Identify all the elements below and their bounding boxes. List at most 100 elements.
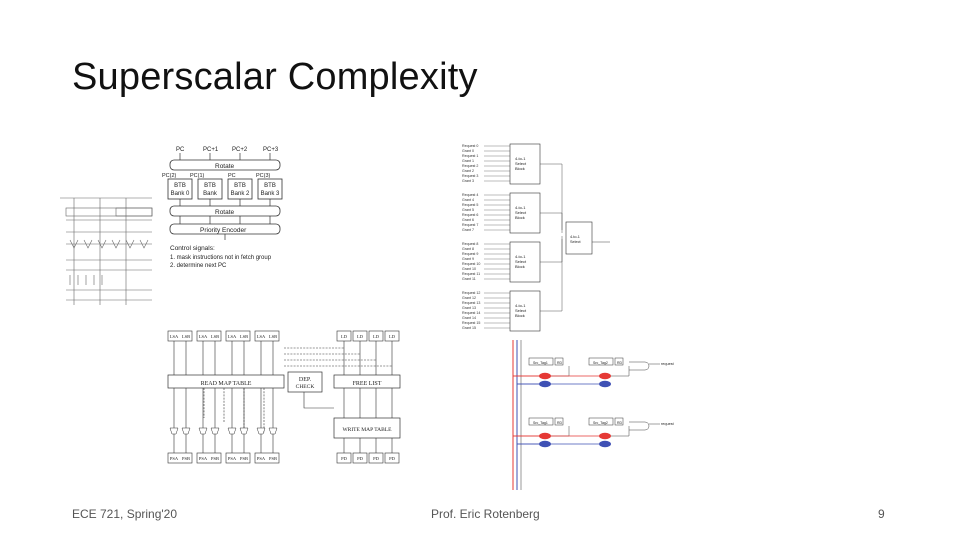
read-map-table-label: READ MAP TABLE [201,381,252,387]
request-grant-label: Grant 0 [462,149,474,153]
ld-label: LD [341,334,348,339]
src-tag-cell [588,357,614,366]
btb-bank-label: Bank [203,191,218,197]
btb-bank-label: Bank 3 [261,191,280,197]
match-wire [551,366,570,377]
select-block-label: Select [515,210,527,215]
select-block [509,143,541,185]
pc-label: PC+2 [232,147,248,153]
match-wire [551,426,570,437]
request-grant-label: Grant 5 [462,208,474,212]
rename-diagram: LSA LSB LSA LSB LSA LSB LSA LSB LD LD LD… [167,330,401,464]
psb-label: PSB [269,456,277,461]
lsb-label: LSB [211,334,219,339]
fetch-unit-figure: PC PC+1 PC+2 PC+3 Rotate PC(2) PC(1) PC … [60,140,290,315]
src-tag-label: Src_Tag1 [533,421,548,425]
write-map-table-box [333,417,401,439]
control-signal-line: 2. determine next PC [170,263,227,269]
src-tag-label: Src_Tag1 [533,361,548,365]
btb-bank-label: BTB [234,183,246,189]
rotate-box [169,159,281,171]
request-grant-label: Grant 14 [462,316,476,320]
select-block-label: Block [515,313,525,318]
rd-label: RD [557,421,563,425]
btb-bank-label: Bank 0 [171,191,190,197]
request-grant-label: Request 13 [462,301,480,305]
fetch-subfigure [60,197,153,305]
pd-label: PD [341,456,348,461]
btb-bank-label: BTB [204,183,216,189]
request-grant-label: Request 15 [462,321,480,325]
slide-title: Superscalar Complexity [72,56,478,98]
request-grant-label: Grant 6 [462,218,474,222]
request-grant-label: Request 6 [462,213,478,217]
select-block-label: Block [515,215,525,220]
footer-course: ECE 721, Spring'20 [72,507,178,521]
src-tag-cell [588,417,614,426]
psb-label: PSB [211,456,219,461]
select-block-wire [540,212,563,233]
request-grant-label: Request 0 [462,144,478,148]
request-grant-label: Grant 15 [462,326,476,330]
select-block [509,241,541,283]
pc-side-label: PC(1) [190,173,205,179]
lsb-label: LSB [182,334,190,339]
comparator-red [599,372,611,380]
match-wire [611,426,630,437]
pd-label: PD [357,456,364,461]
page-number: 9 [878,507,885,521]
dep-check-box [287,371,323,393]
select-block-wire [540,239,563,312]
read-map-table-box [167,374,285,389]
psa-label: PSA [199,456,208,461]
request-grant-label: Request 11 [462,272,480,276]
src-tag-label: Src_Tag2 [593,361,608,365]
footer-author: Prof. Eric Rotenberg [431,507,540,521]
lsa-label: LSA [257,334,266,339]
request-label: request [661,422,675,426]
request-grant-label: Grant 11 [462,277,476,281]
ld-label: LD [357,334,364,339]
src-tag-cell [528,357,554,366]
control-signals-title: Control signals: [170,245,215,252]
select-block-label: Select [515,308,527,313]
rd-label: RD [617,421,623,425]
rotate-box [169,205,281,217]
and-gate [629,361,650,371]
request-grant-label: Grant 3 [462,179,474,183]
select-block-wire [540,163,563,230]
pc-side-label: PC(2) [162,173,177,179]
request-grant-label: Grant 13 [462,306,476,310]
write-map-table-label: WRITE MAP TABLE [342,427,392,433]
rd-cell [554,357,564,366]
psa-label: PSA [257,456,266,461]
select-block-label: Block [515,166,525,171]
request-grant-label: Request 5 [462,203,478,207]
dependency-check-figure: LSA LSB LSA LSB LSA LSB LSA LSB LD LD LD… [164,328,404,468]
request-grant-label: Grant 12 [462,296,476,300]
lsa-label: LSA [199,334,208,339]
ld-label: LD [373,334,380,339]
request-grant-label: Grant 8 [462,247,474,251]
pc-label: PC [176,147,185,153]
dep-check-label: CHECK [296,384,315,390]
request-grant-label: Request 12 [462,291,480,295]
request-grant-label: Request 3 [462,174,478,178]
pd-label: PD [389,456,396,461]
request-grant-label: Grant 7 [462,228,474,232]
select-block [509,290,541,332]
request-grant-label: Request 2 [462,164,478,168]
free-list-box [333,374,401,389]
psb-label: PSB [182,456,190,461]
root-select-block [565,221,593,255]
select-block-label: 4-to-1 [515,205,526,210]
dep-check-label: DEP. [299,377,312,383]
request-grant-label: Grant 1 [462,159,474,163]
select-block-label: Select [515,161,527,166]
pc-side-label: PC [228,173,236,179]
rotate-label: Rotate [215,163,235,170]
request-grant-label: Request 10 [462,262,480,266]
btb-bank-label: BTB [264,183,276,189]
